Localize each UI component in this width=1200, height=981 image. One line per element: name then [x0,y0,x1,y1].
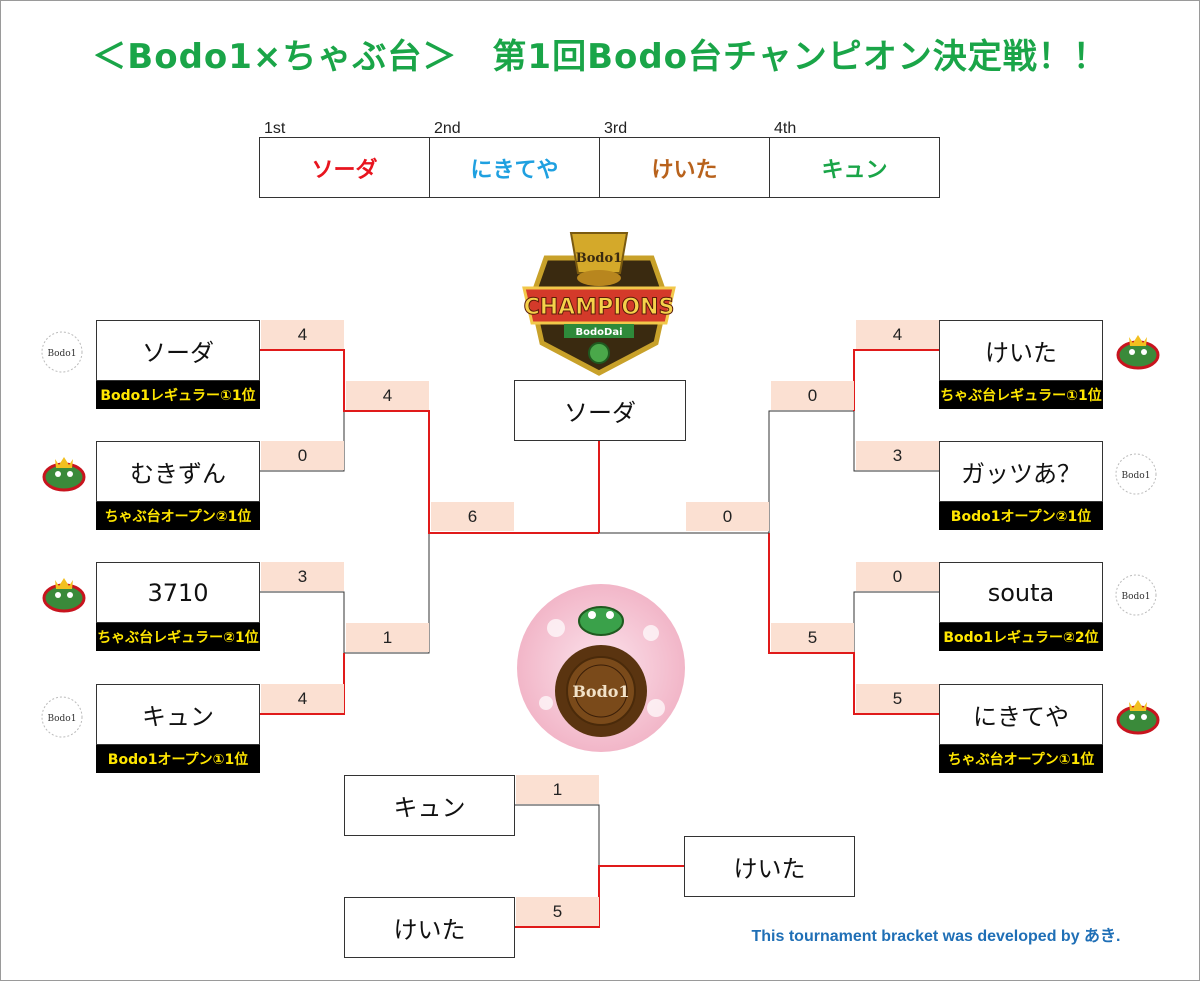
champions-emblem-top-text: Bodo1 [576,251,622,266]
champions-emblem: Bodo1 CHAMPIONS BodoDai [522,232,676,376]
left-player-4: キュン [96,684,260,745]
chabudai-frog-logo-icon [1116,335,1160,370]
bodo1-logo-icon: Bodo1 [41,331,83,373]
left-player-1-tag: Bodo1レギュラー①1位 [96,381,260,409]
right-player-3-tag: Bodo1レギュラー②2位 [939,623,1103,651]
rank-label-2nd: 2nd [434,120,461,137]
score-right-r1-2: 3 [856,441,939,470]
score-left-semi-2: 1 [346,623,429,652]
rank-cell-4th: キュン [769,137,940,198]
chabudai-frog-logo-icon [42,457,86,492]
left-player-2: むきずん [96,441,260,502]
bodo1-logo-icon: Bodo1 [1115,453,1157,495]
score-third-bottom: 5 [516,897,599,926]
score-third-top: 1 [516,775,599,804]
champion-box: ソーダ [514,380,686,441]
score-right-final: 0 [686,502,769,531]
svg-text:Bodo1: Bodo1 [48,349,77,359]
left-player-3: 3710 [96,562,260,623]
bodo1-logo-icon: Bodo1 [1115,574,1157,616]
bodo1-sakura-emblem: Bodo1 [517,584,685,752]
right-player-1: けいた [939,320,1103,381]
score-right-r1-1: 4 [856,320,939,349]
third-place-bottom-player: けいた [344,897,515,958]
champions-emblem-text: CHAMPIONS [524,295,675,320]
score-right-semi-1: 0 [771,381,854,410]
rank-label-1st: 1st [264,120,286,137]
score-right-r1-4: 5 [856,684,939,713]
right-player-1-tag: ちゃぶ台レギュラー①1位 [939,381,1103,409]
bodo1-sakura-text: Bodo1 [572,682,629,701]
right-player-3: souta [939,562,1103,623]
page-title: ＜Bodo1×ちゃぶ台＞ 第1回Bodo台チャンピオン決定戦！！ [92,37,1108,77]
third-place-winner: けいた [684,836,855,897]
third-place-top-player: キュン [344,775,515,836]
left-player-1: ソーダ [96,320,260,381]
left-player-2-tag: ちゃぶ台オープン②1位 [96,502,260,530]
score-right-semi-2: 5 [771,623,854,652]
left-player-4-tag: Bodo1オープン①1位 [96,745,260,773]
score-right-r1-3: 0 [856,562,939,591]
right-player-4-tag: ちゃぶ台オープン①1位 [939,745,1103,773]
right-player-2: ガッツあ？ [939,441,1103,502]
rank-label-4th: 4th [774,120,797,137]
rank-cell-3rd: けいた [599,137,770,198]
bodo1-logo-icon: Bodo1 [41,696,83,738]
svg-text:Bodo1: Bodo1 [48,714,77,724]
score-left-final: 6 [431,502,514,531]
left-player-3-tag: ちゃぶ台レギュラー②1位 [96,623,260,651]
rank-cell-2nd: にきてや [429,137,600,198]
chabudai-frog-logo-icon [1116,700,1160,735]
score-left-r1-1: 4 [261,320,344,349]
score-left-r1-2: 0 [261,441,344,470]
svg-text:Bodo1: Bodo1 [1122,592,1151,602]
score-left-r1-3: 3 [261,562,344,591]
champions-emblem-sub: BodoDai [576,327,623,338]
rank-cell-1st: ソーダ [259,137,430,198]
right-player-2-tag: Bodo1オープン②1位 [939,502,1103,530]
svg-text:Bodo1: Bodo1 [1122,471,1151,481]
credit-text: This tournament bracket was developed by… [751,928,1121,945]
rank-label-3rd: 3rd [604,120,628,137]
score-left-semi-1: 4 [346,381,429,410]
chabudai-frog-logo-icon [42,578,86,613]
score-left-r1-4: 4 [261,684,344,713]
right-player-4: にきてや [939,684,1103,745]
